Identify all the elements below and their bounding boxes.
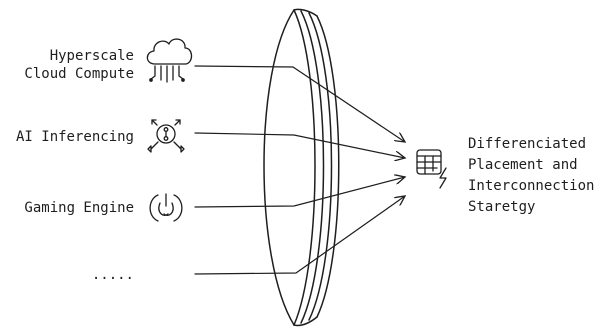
lens-rim-1 — [300, 10, 325, 324]
arrow-ai-inferencing — [194, 132, 405, 158]
lens-back-edge — [293, 9, 316, 326]
input-label-more: ..... — [91, 267, 134, 283]
input-label-ai-inferencing: AI Inferencing — [15, 129, 134, 145]
input-label-cloud-compute: Hyperscale Cloud Compute — [24, 48, 134, 82]
lens — [263, 8, 340, 327]
arrow-cloud-compute — [194, 65, 405, 142]
output-label: Differenciated Placement and Interconnec… — [468, 136, 595, 215]
lens-top-cap — [293, 8, 318, 17]
lens-rim-3 — [316, 15, 340, 318]
cloud-compute-icon — [146, 38, 193, 83]
ai-inferencing-icon — [147, 119, 185, 153]
arrow-more — [194, 196, 405, 275]
gaming-engine-icon — [149, 193, 183, 222]
table-lightning-icon — [416, 149, 447, 189]
input-label-gaming-engine: Gaming Engine — [24, 200, 134, 216]
arrows — [194, 65, 405, 275]
lens-bottom-cap — [293, 316, 318, 327]
arrow-gaming-engine — [194, 177, 405, 208]
lens-front-edge — [263, 9, 295, 326]
lens-rim-2 — [308, 12, 333, 321]
